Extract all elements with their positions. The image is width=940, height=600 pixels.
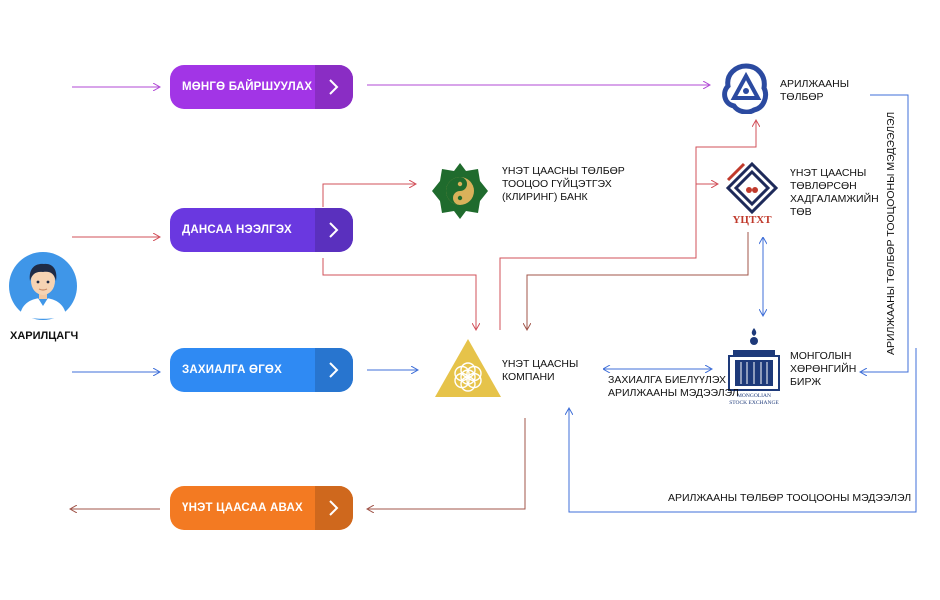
customer-avatar-icon: [8, 251, 78, 321]
chevron-right-icon: [315, 65, 353, 109]
step-receive-securities-button[interactable]: ҮНЭТ ЦААСАА АВАХ: [170, 486, 353, 530]
settlement-logo-icon: [720, 62, 772, 119]
settlement-info-label: АРИЛЖААНЫ ТӨЛБӨР ТООЦООНЫ МЭДЭЭЛЭЛ: [668, 492, 912, 504]
step-open-account-button[interactable]: ДАНСАА НЭЭЛГЭХ: [170, 208, 353, 252]
step-label: ҮНЭТ ЦААСАА АВАХ: [182, 502, 303, 514]
depository-logo-icon: ҮЦТХТ: [724, 160, 780, 231]
chevron-right-icon: [315, 348, 353, 392]
svg-text:ҮЦТХТ: ҮЦТХТ: [732, 214, 772, 226]
chevron-right-icon: [315, 486, 353, 530]
stock-exchange-logo-icon: MONGOLIAN STOCK EXCHANGE: [723, 326, 785, 413]
settlement-label: АРИЛЖААНЫ ТӨЛБӨР: [780, 78, 850, 103]
depository-label: ҮНЭТ ЦААСНЫ ТӨВЛӨРСӨН ХАДГАЛАМЖИЙН ТӨВ: [790, 167, 879, 218]
svg-text:MONGOLIAN: MONGOLIAN: [737, 393, 771, 399]
step-deposit-money-button[interactable]: МӨНГӨ БАЙРШУУЛАХ: [170, 65, 353, 109]
order-execution-label: ЗАХИАЛГА БИЕЛҮҮЛЭХ АРИЛЖААНЫ МЭДЭЭЛЭЛ: [608, 374, 739, 399]
chevron-right-icon: [315, 208, 353, 252]
clearing-bank-label: ҮНЭТ ЦААСНЫ ТӨЛБӨР ТООЦОО ГҮЙЦЭТГЭХ (КЛИ…: [502, 165, 625, 203]
step-label: ДАНСАА НЭЭЛГЭХ: [182, 224, 292, 236]
step-label: ЗАХИАЛГА ӨГӨХ: [182, 364, 282, 376]
broker-flower-logo-icon: [433, 337, 503, 404]
customer-label: ХАРИЛЦАГЧ: [10, 330, 79, 342]
settlement-info-vertical-label: АРИЛЖААНЫ ТӨЛБӨР ТООЦООНЫ МЭДЭЭЛЭЛ: [885, 111, 897, 355]
svg-text:STOCK EXCHANGE: STOCK EXCHANGE: [729, 400, 779, 406]
step-place-order-button[interactable]: ЗАХИАЛГА ӨГӨХ: [170, 348, 353, 392]
clearing-bank-logo-icon: [430, 161, 490, 226]
step-label: МӨНГӨ БАЙРШУУЛАХ: [182, 81, 313, 93]
stock-exchange-label: МОНГОЛЫН ХӨРӨНГИЙН БИРЖ: [790, 350, 857, 388]
broker-label: ҮНЭТ ЦААСНЫ КОМПАНИ: [502, 358, 579, 383]
